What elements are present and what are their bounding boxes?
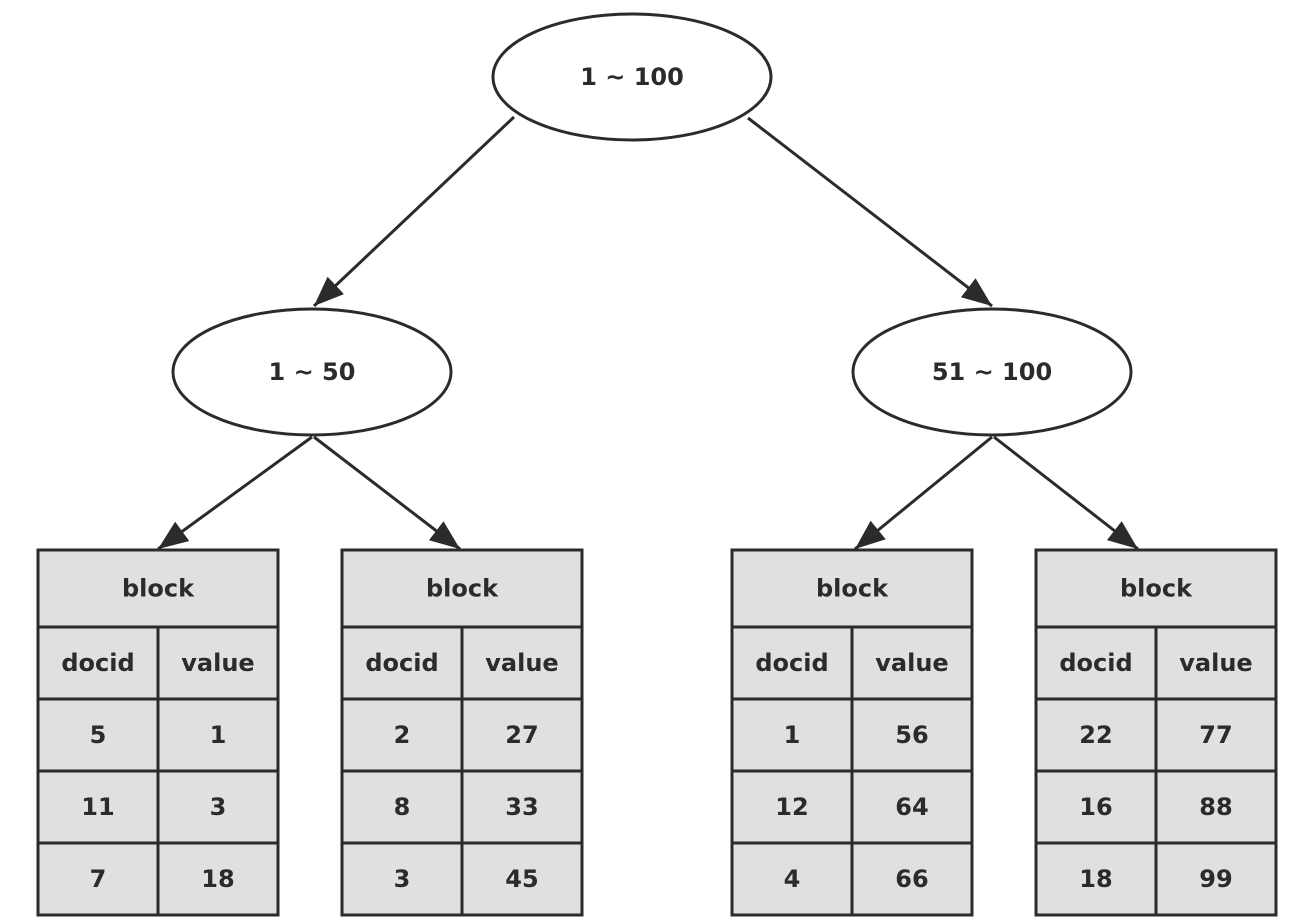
edge-root-to-left bbox=[312, 115, 516, 308]
block-title: block bbox=[426, 575, 499, 603]
cell-value: 56 bbox=[895, 721, 928, 749]
tree-edges bbox=[157, 115, 1139, 551]
column-header-value: value bbox=[875, 649, 948, 677]
cell-value: 88 bbox=[1199, 793, 1232, 821]
column-header-docid: docid bbox=[365, 649, 438, 677]
column-header-docid: docid bbox=[61, 649, 134, 677]
cell-docid: 7 bbox=[90, 865, 107, 893]
edge-right-to-block-4 bbox=[993, 435, 1139, 551]
tree-node-right: 51 ~ 100 bbox=[851, 307, 1133, 437]
cell-docid: 3 bbox=[394, 865, 411, 893]
column-header-docid: docid bbox=[1059, 649, 1132, 677]
column-header-value: value bbox=[485, 649, 558, 677]
column-header-docid: docid bbox=[755, 649, 828, 677]
block-table: block docid value 22 77 16 88 18 99 bbox=[1034, 548, 1278, 917]
node-ellipse bbox=[491, 12, 773, 142]
cell-value: 45 bbox=[505, 865, 538, 893]
cell-value: 66 bbox=[895, 865, 928, 893]
cell-docid: 11 bbox=[81, 793, 114, 821]
cell-value: 18 bbox=[201, 865, 234, 893]
cell-value: 77 bbox=[1199, 721, 1232, 749]
cell-value: 1 bbox=[210, 721, 227, 749]
node-label-root: 1 ~ 100 bbox=[580, 63, 684, 91]
block-title: block bbox=[816, 575, 889, 603]
cell-docid: 1 bbox=[784, 721, 801, 749]
edge-left-to-block-2 bbox=[313, 435, 461, 551]
cell-value: 33 bbox=[505, 793, 538, 821]
cell-value: 3 bbox=[210, 793, 227, 821]
cell-docid: 2 bbox=[394, 721, 411, 749]
cell-docid: 18 bbox=[1079, 865, 1112, 893]
block-table: block docid value 1 56 12 64 4 66 bbox=[730, 548, 974, 917]
edge-left-to-block-1 bbox=[157, 435, 313, 551]
cell-docid: 16 bbox=[1079, 793, 1112, 821]
node-label-right: 51 ~ 100 bbox=[932, 358, 1052, 386]
cell-docid: 4 bbox=[784, 865, 801, 893]
node-ellipse bbox=[851, 307, 1133, 437]
cell-docid: 22 bbox=[1079, 721, 1112, 749]
cell-value: 27 bbox=[505, 721, 538, 749]
column-header-value: value bbox=[181, 649, 254, 677]
tree-node-left: 1 ~ 50 bbox=[171, 307, 453, 437]
block-title: block bbox=[122, 575, 195, 603]
block-title: block bbox=[1120, 575, 1193, 603]
cell-value: 64 bbox=[895, 793, 928, 821]
node-ellipse bbox=[171, 307, 453, 437]
column-header-value: value bbox=[1179, 649, 1252, 677]
tree-node-root: 1 ~ 100 bbox=[491, 12, 773, 142]
edge-right-to-block-3 bbox=[854, 435, 993, 551]
node-label-left: 1 ~ 50 bbox=[269, 358, 356, 386]
cell-docid: 5 bbox=[90, 721, 107, 749]
cell-docid: 12 bbox=[775, 793, 808, 821]
edge-root-to-right bbox=[747, 116, 993, 308]
cell-value: 99 bbox=[1199, 865, 1232, 893]
cell-docid: 8 bbox=[394, 793, 411, 821]
